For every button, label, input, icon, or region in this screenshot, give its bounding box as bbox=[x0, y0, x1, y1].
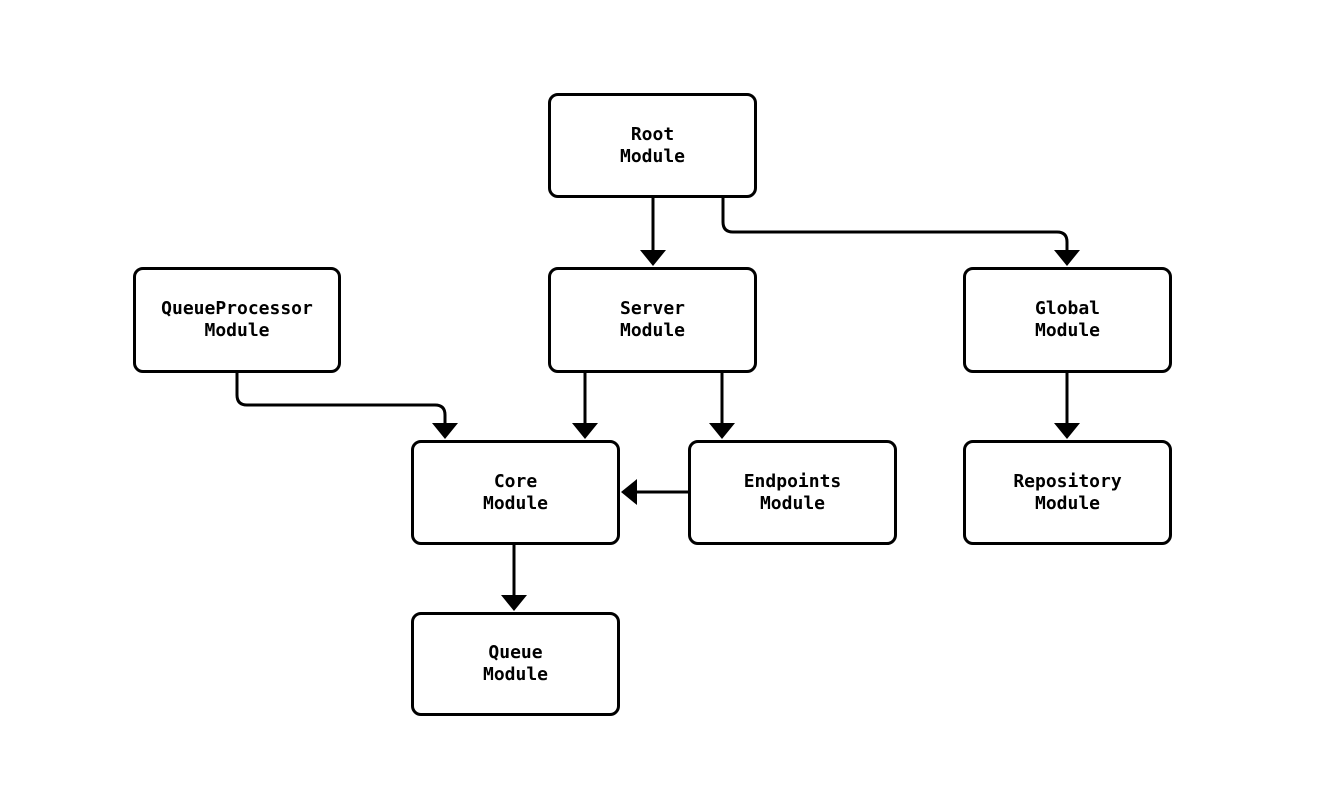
node-endpoints-module: Endpoints Module bbox=[688, 440, 897, 545]
node-queue-module: Queue Module bbox=[411, 612, 620, 716]
node-root-module: Root Module bbox=[548, 93, 757, 198]
node-root-module-label: Root Module bbox=[619, 123, 686, 167]
node-core-module-label: Core Module bbox=[482, 470, 549, 514]
node-queueprocessor-module: QueueProcessor Module bbox=[133, 267, 341, 373]
node-server-module-label: Server Module bbox=[619, 298, 686, 341]
node-endpoints-module-label: Endpoints Module bbox=[743, 470, 842, 514]
node-queue-module-label: Queue Module bbox=[482, 642, 549, 685]
node-repository-module-label: Repository Module bbox=[1013, 470, 1122, 514]
node-global-module: Global Module bbox=[963, 267, 1172, 373]
node-global-module-label: Global Module bbox=[1034, 298, 1101, 341]
edge-root-to-global bbox=[721, 198, 1080, 266]
node-repository-module: Repository Module bbox=[963, 440, 1172, 545]
node-queueprocessor-module-label: QueueProcessor Module bbox=[161, 298, 313, 341]
node-core-module: Core Module bbox=[411, 440, 620, 545]
node-server-module: Server Module bbox=[548, 267, 757, 373]
edge-queueprocessor-to-core bbox=[235, 373, 458, 439]
